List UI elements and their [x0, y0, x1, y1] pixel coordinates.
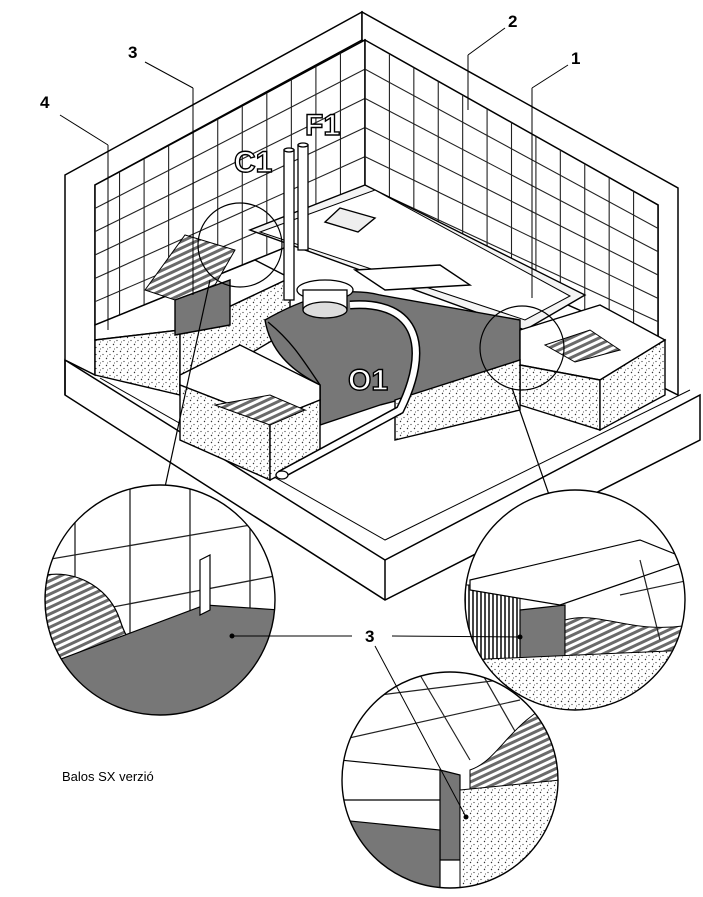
pipe-label-f1: F1 [305, 109, 340, 142]
pipe-label-c1: C1 [234, 146, 272, 179]
callout-2-label: 2 [508, 12, 517, 31]
figure-caption: Balos SX verzió [62, 769, 154, 784]
detail-circle-right [464, 489, 686, 711]
tile-joint [95, 97, 365, 233]
tile-joint [365, 127, 658, 276]
drain-outlet [296, 279, 354, 319]
callout-3-detail-label: 3 [365, 627, 374, 646]
detail-markers [164, 202, 565, 513]
detail-circle-bottom [341, 671, 559, 889]
tile-joint [95, 68, 365, 209]
callout-1-label: 1 [571, 49, 580, 68]
tile-joint [365, 156, 658, 299]
callout-2: 2 [467, 12, 517, 110]
callout-3: 3 [128, 43, 194, 295]
callout-4: 4 [40, 93, 109, 330]
tile-joint [95, 156, 365, 279]
shower-tray [248, 184, 587, 331]
tile-joint [365, 68, 658, 229]
callout-3-label: 3 [128, 43, 137, 62]
tiled-wall-right [364, 38, 659, 347]
callout-3-detail [232, 635, 521, 818]
tile-joint [365, 185, 658, 323]
tile-joint [95, 127, 365, 256]
callout-1: 1 [531, 49, 580, 298]
callout-4-label: 4 [40, 93, 50, 112]
tile-joint [365, 97, 658, 253]
drain-hose [275, 300, 421, 480]
drain-label-o1: O1 [348, 364, 388, 397]
supply-pipes [283, 142, 309, 301]
detail-circle-left [44, 484, 276, 716]
